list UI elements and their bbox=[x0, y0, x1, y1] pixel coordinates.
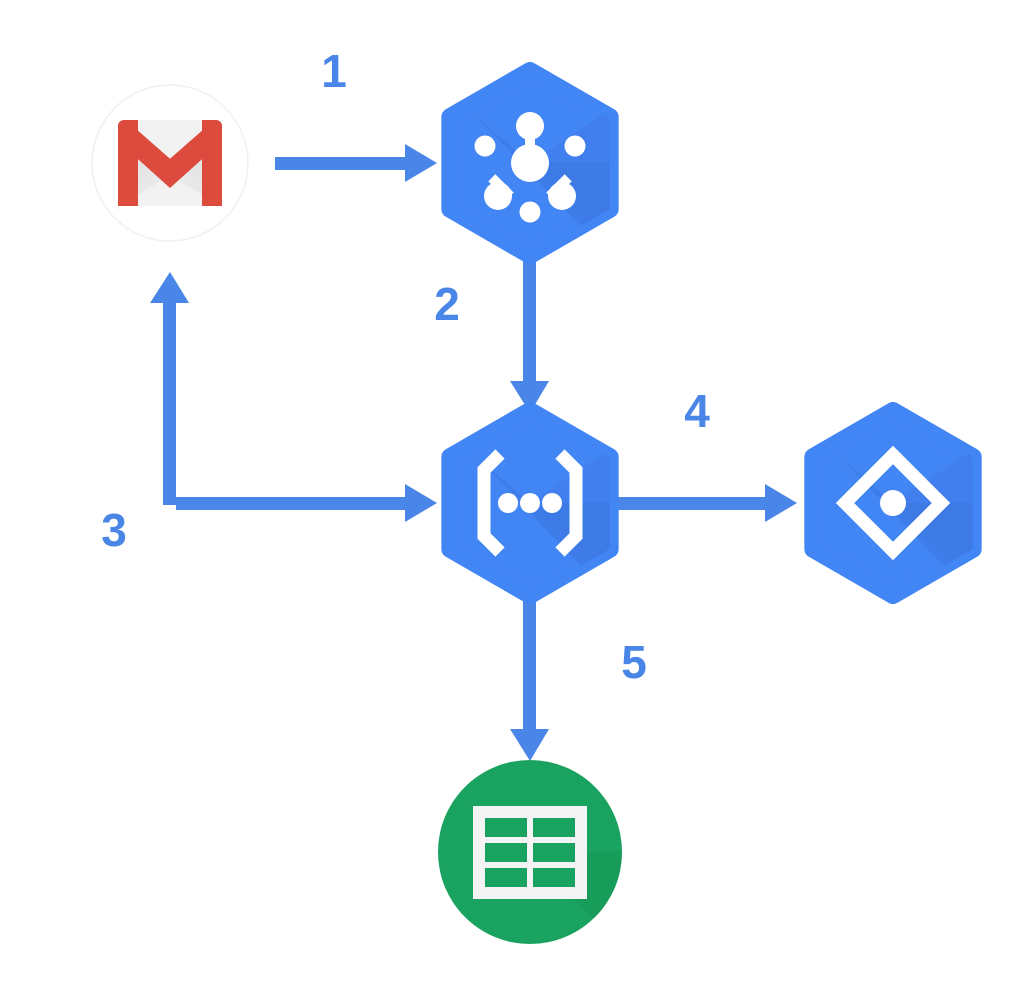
step-label-4: 4 bbox=[684, 385, 710, 437]
cloud-pubsub-icon[interactable] bbox=[441, 62, 640, 273]
step-label-1: 1 bbox=[321, 45, 347, 97]
cloud-functions-icon[interactable] bbox=[441, 402, 640, 613]
step-label-5: 5 bbox=[621, 636, 647, 688]
arrow-functions-to-sheets bbox=[510, 592, 549, 761]
step-label-2: 2 bbox=[434, 278, 460, 330]
step-label-3: 3 bbox=[101, 504, 127, 556]
cloud-vision-api-icon[interactable] bbox=[804, 402, 1003, 613]
arrow-pubsub-to-functions bbox=[510, 252, 549, 413]
arrow-functions-to-vision bbox=[615, 484, 797, 522]
google-sheets-icon[interactable] bbox=[438, 760, 640, 962]
gmail-icon[interactable] bbox=[91, 84, 249, 242]
arrow-functions-to-gmail bbox=[150, 272, 437, 522]
arrow-gmail-to-pubsub bbox=[275, 144, 437, 182]
